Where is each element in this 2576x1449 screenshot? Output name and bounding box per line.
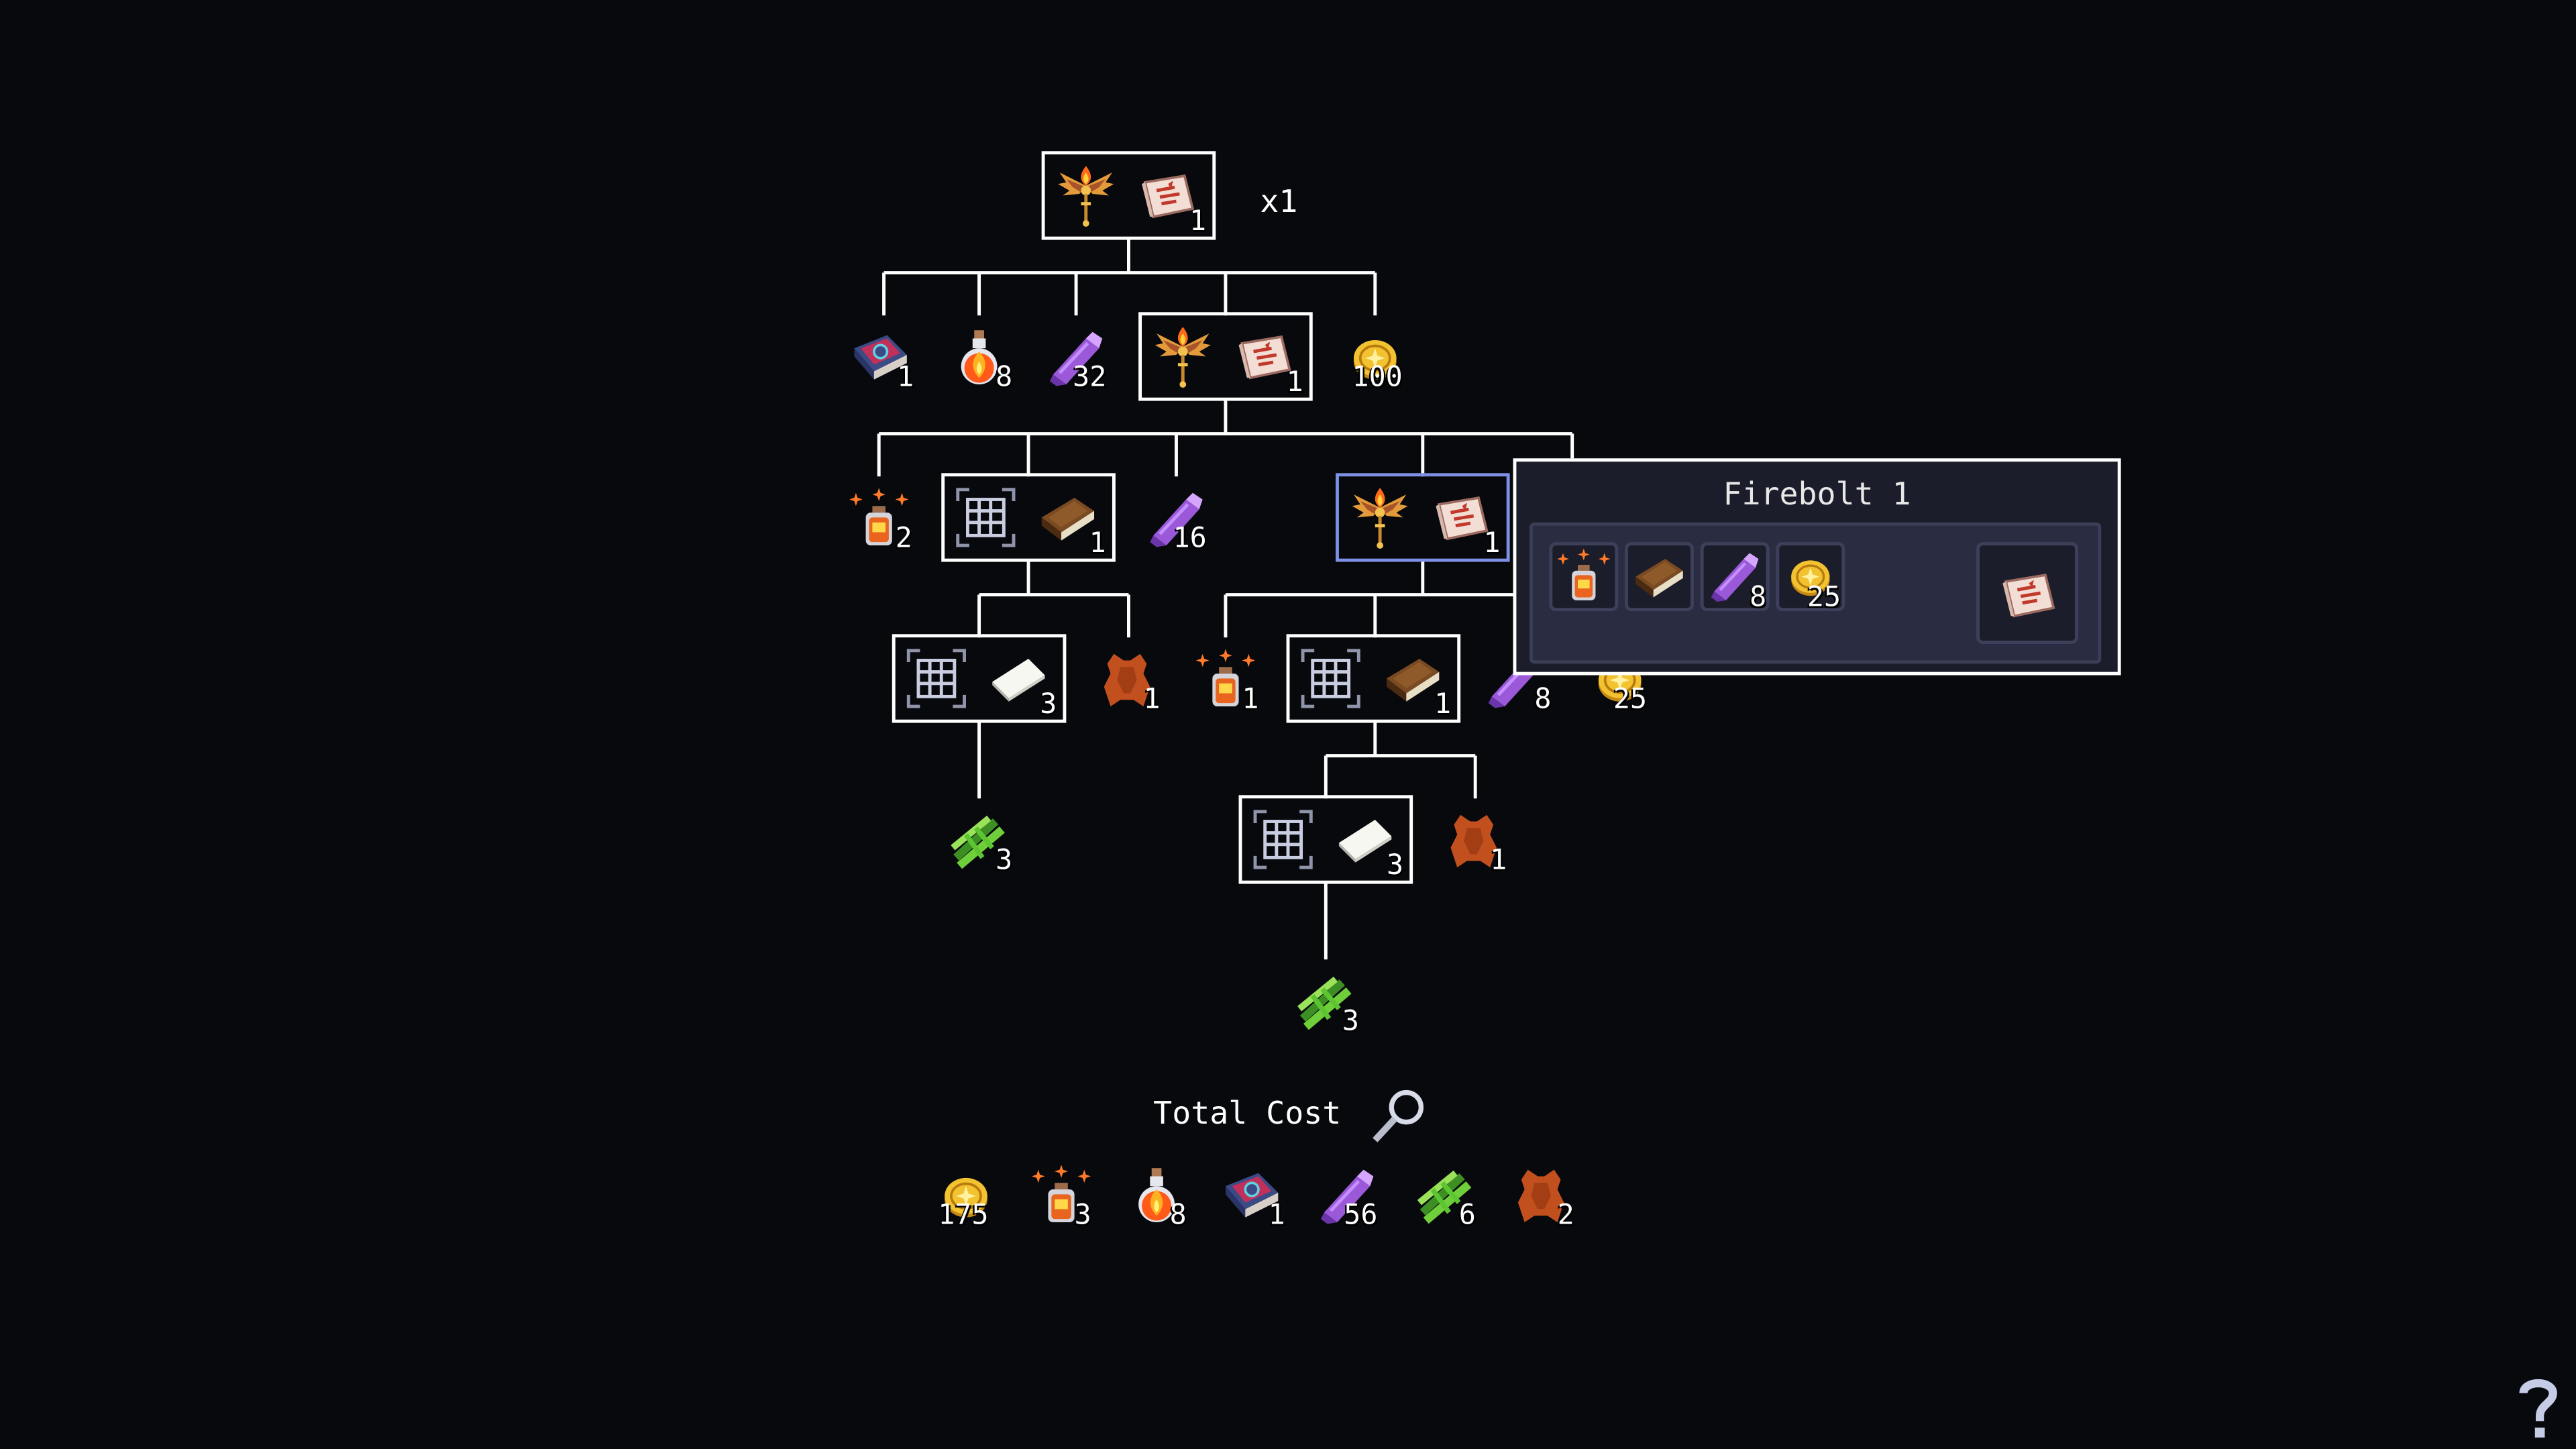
phoenix-staff-icon — [1347, 484, 1413, 550]
ingredient-crystal[interactable]: 16 — [1143, 486, 1209, 555]
phoenix-recipe-node[interactable]: 1 — [1138, 312, 1313, 401]
essence-jar-icon — [1554, 547, 1613, 606]
grid-frame-icon — [1298, 645, 1364, 711]
ingredient-leather[interactable]: 1 — [1094, 647, 1161, 716]
ingredient-crystal[interactable]: 32 — [1043, 325, 1109, 394]
ingredient-qty: 1 — [1242, 683, 1259, 716]
root-multiplier: x1 — [1260, 184, 1298, 221]
phoenix-staff-icon — [1150, 323, 1216, 389]
ingredient-qty: 2 — [895, 522, 912, 555]
total-cost-coin: 175 — [933, 1163, 999, 1232]
spell-scroll-icon — [1996, 562, 2062, 628]
recipe-output-qty: 1 — [1483, 527, 1501, 561]
tooltip-ingredient-slot: 25 — [1776, 542, 1845, 614]
ingredient-qty: 32 — [1073, 361, 1107, 394]
total-qty: 175 — [938, 1199, 989, 1232]
book-recipe-node[interactable]: 1 — [941, 473, 1116, 562]
ingredient-coin-partial[interactable]: 25 — [1587, 647, 1653, 716]
tooltip-ingredient-slot — [1549, 542, 1619, 612]
paper-recipe-node[interactable]: 3 — [892, 634, 1067, 723]
tooltip-ingredient-qty: 8 — [1750, 581, 1767, 614]
ingredient-reed[interactable]: 3 — [1293, 969, 1359, 1038]
ingredient-qty: 1 — [1490, 844, 1507, 877]
recipe-output-qty: 3 — [1040, 688, 1057, 722]
ingredient-tome[interactable]: 1 — [848, 325, 914, 394]
ingredient-fire-potion[interactable]: 8 — [947, 325, 1013, 394]
recipe-output-qty: 1 — [1286, 366, 1303, 400]
total-cost-leather: 2 — [1508, 1163, 1574, 1232]
recipe-output-qty: 1 — [1089, 527, 1106, 561]
total-qty: 1 — [1268, 1199, 1285, 1232]
ingredient-qty: 16 — [1173, 522, 1207, 555]
firebolt-recipe-node[interactable]: 1 — [1336, 473, 1510, 562]
grid-frame-icon — [1250, 806, 1316, 872]
total-cost-reed: 6 — [1413, 1163, 1479, 1232]
paper-recipe-node[interactable]: 3 — [1238, 795, 1413, 884]
ingredient-essence[interactable]: 2 — [846, 486, 912, 555]
question-mark-icon[interactable] — [2510, 1373, 2566, 1439]
tooltip-ingredient-qty: 25 — [1807, 581, 1841, 614]
total-cost-essence: 3 — [1028, 1163, 1094, 1232]
leather-book-icon — [1629, 547, 1688, 606]
ingredient-essence[interactable]: 1 — [1193, 647, 1259, 716]
tooltip-title: Firebolt 1 — [1723, 476, 1911, 513]
recipe-output-qty: 1 — [1434, 688, 1452, 722]
ingredient-crystal-partial[interactable]: 8 — [1482, 647, 1552, 716]
total-cost-label: Total Cost — [1153, 1095, 1342, 1132]
ingredient-coin[interactable]: 100 — [1342, 325, 1408, 394]
total-qty: 3 — [1074, 1199, 1091, 1232]
total-cost-search-button[interactable] — [1367, 1084, 1433, 1150]
ingredient-reed[interactable]: 3 — [947, 808, 1013, 877]
root-output-qty: 1 — [1189, 205, 1207, 239]
grid-frame-icon — [953, 484, 1018, 550]
ingredient-qty: 8 — [1534, 683, 1552, 716]
ingredient-qty: 1 — [1143, 683, 1161, 716]
phoenix-staff-icon — [1053, 162, 1119, 228]
recipe-tooltip: Firebolt 1 8 25 — [1513, 458, 2121, 676]
tooltip-recipe-panel: 8 25 — [1529, 522, 2102, 664]
magnifier-icon — [1367, 1084, 1433, 1150]
ingredient-leather[interactable]: 1 — [1441, 808, 1507, 877]
ingredient-qty: 25 — [1613, 683, 1648, 716]
book-recipe-node[interactable]: 1 — [1286, 634, 1461, 723]
ingredient-qty: 3 — [1342, 1005, 1359, 1038]
ingredient-qty: 8 — [996, 361, 1013, 394]
total-cost-tome: 1 — [1219, 1163, 1285, 1232]
recipe-output-qty: 3 — [1386, 849, 1404, 883]
ingredient-qty: 3 — [996, 844, 1013, 877]
total-qty: 2 — [1557, 1199, 1574, 1232]
tooltip-ingredient-slot — [1625, 542, 1694, 612]
grid-frame-icon — [904, 645, 969, 711]
root-recipe-node[interactable]: 1 — [1041, 151, 1216, 240]
total-qty: 8 — [1169, 1199, 1187, 1232]
tooltip-ingredient-slot: 8 — [1700, 542, 1770, 614]
ingredient-qty: 1 — [897, 361, 914, 394]
total-qty: 56 — [1344, 1199, 1378, 1232]
tooltip-output-slot — [1976, 542, 2078, 645]
total-cost-fire-potion: 8 — [1124, 1163, 1189, 1232]
total-qty: 6 — [1458, 1199, 1476, 1232]
ingredient-qty: 100 — [1352, 361, 1403, 394]
total-cost-crystal: 56 — [1314, 1163, 1380, 1232]
